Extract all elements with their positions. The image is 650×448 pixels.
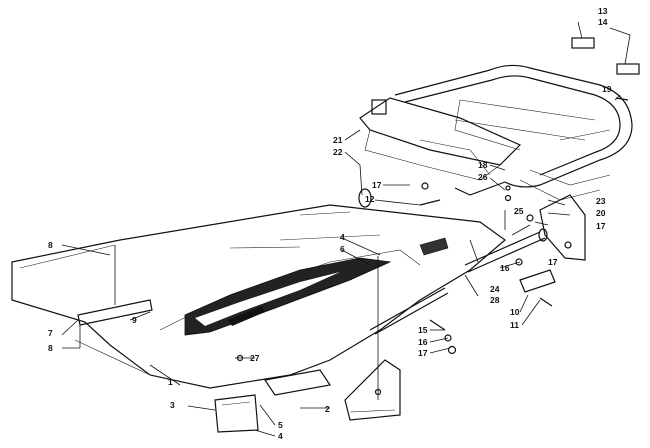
callout-22: 22 — [333, 147, 343, 157]
callout-7: 7 — [48, 328, 53, 338]
callout-17-mid: 17 — [548, 257, 558, 267]
fasteners — [236, 97, 629, 362]
callout-9: 9 — [132, 315, 137, 325]
hanger-bracket — [519, 269, 556, 293]
callout-5: 5 — [278, 420, 283, 430]
mount-bracket — [359, 97, 522, 181]
side-bracket — [539, 194, 586, 261]
callout-11: 11 — [510, 320, 519, 330]
decal-pads — [571, 37, 640, 75]
callout-15: 15 — [418, 325, 428, 335]
callout-23: 23 — [596, 196, 606, 206]
callout-27: 27 — [250, 353, 260, 363]
callout-17-bottom: 17 — [418, 348, 428, 358]
callout-16-bottom: 16 — [418, 337, 428, 347]
callout-8-top: 8 — [48, 240, 53, 250]
brace-plate — [344, 359, 401, 421]
callout-26: 26 — [478, 172, 488, 182]
callout-16-right: 16 — [500, 263, 510, 273]
callout-25: 25 — [514, 206, 524, 216]
callout-3: 3 — [170, 400, 175, 410]
callout-21: 21 — [333, 135, 343, 145]
callout-24: 24 — [490, 284, 500, 294]
leader-lines — [61, 21, 631, 437]
decal-stripe — [184, 237, 449, 336]
rear-rack-frame — [394, 64, 633, 201]
left-strap — [77, 245, 153, 348]
bottom-strip — [263, 369, 332, 396]
callout-19: 19 — [602, 84, 612, 94]
callout-8-bottom: 8 — [48, 343, 53, 353]
callout-28: 28 — [490, 295, 500, 305]
callout-4-bottom: 4 — [278, 431, 283, 441]
callout-10: 10 — [510, 307, 520, 317]
callout-4-top: 4 — [340, 232, 345, 242]
callout-1: 1 — [168, 377, 173, 387]
callout-17-bracket: 17 — [372, 180, 382, 190]
callout-20: 20 — [596, 208, 606, 218]
callout-labels: 1 2 3 4 4 5 6 7 8 8 9 10 11 12 13 14 15 … — [48, 6, 612, 441]
callout-17-right: 17 — [596, 221, 606, 231]
callout-18: 18 — [478, 160, 488, 170]
callout-14: 14 — [598, 17, 608, 27]
lower-plate — [214, 394, 259, 433]
callout-13: 13 — [598, 6, 608, 16]
callout-12: 12 — [365, 194, 375, 204]
support-rod — [369, 228, 548, 335]
callout-2: 2 — [325, 404, 330, 414]
callout-6: 6 — [340, 244, 345, 254]
